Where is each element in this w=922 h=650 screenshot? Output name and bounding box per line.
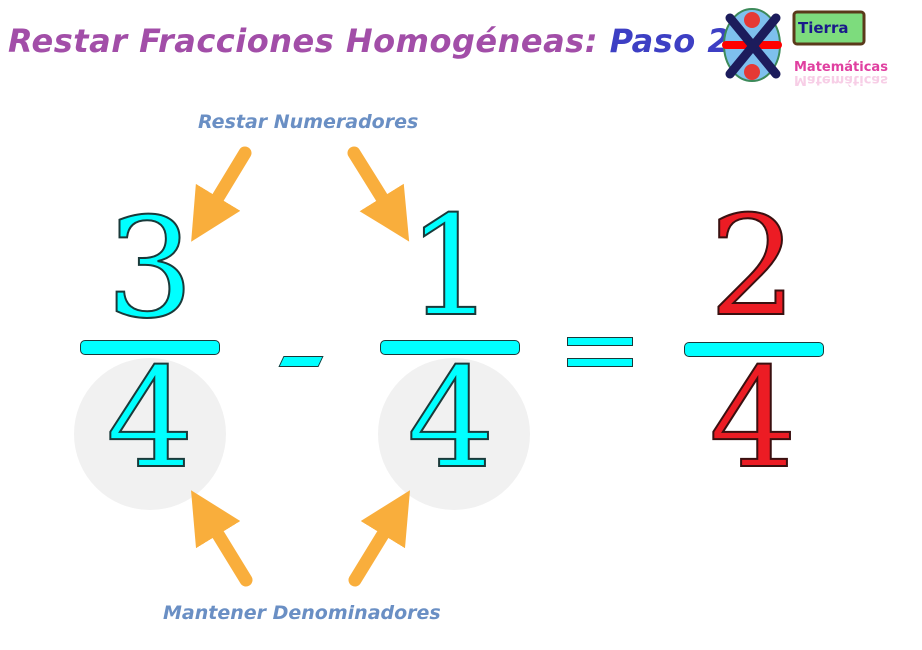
tierra-matematicas-logo: Tierra Matemáticas Matemáticas	[722, 8, 888, 87]
result-fraction-bar	[684, 342, 824, 357]
svg-text:Tierra: Tierra	[798, 19, 848, 37]
denominator-2: 4	[406, 338, 496, 499]
arrow-up-right-icon	[348, 490, 410, 587]
arrow-down-right-icon	[347, 146, 410, 242]
step-label: Paso 2	[609, 22, 731, 60]
numerator-1: 3	[105, 188, 195, 349]
minus-sign	[278, 356, 324, 367]
arrow-down-left-icon	[191, 146, 252, 242]
fraction-bar-1	[80, 340, 220, 355]
keep-denominators-label: Mantener Denominadores	[163, 602, 441, 624]
denominator-highlight-2	[378, 358, 530, 510]
denominator-1: 4	[105, 338, 195, 499]
page-title: Restar Fracciones Homogéneas: Paso 2	[8, 22, 730, 60]
denominator-highlight-1	[74, 358, 226, 510]
svg-text:Matemáticas: Matemáticas	[794, 60, 888, 75]
x-emblem-icon	[722, 8, 782, 82]
result-denominator: 4	[708, 338, 798, 499]
arrow-up-left-icon	[191, 490, 253, 587]
result-numerator: 2	[708, 186, 798, 347]
subtract-numerators-label: Restar Numeradores	[198, 111, 419, 133]
numerator-2: 1	[406, 186, 496, 347]
equals-bar-bottom	[567, 358, 633, 367]
title-text: Restar Fracciones Homogéneas:	[8, 22, 599, 60]
equals-bar-top	[567, 337, 633, 346]
svg-text:Matemáticas: Matemáticas	[794, 72, 888, 87]
fraction-bar-2	[380, 340, 520, 355]
